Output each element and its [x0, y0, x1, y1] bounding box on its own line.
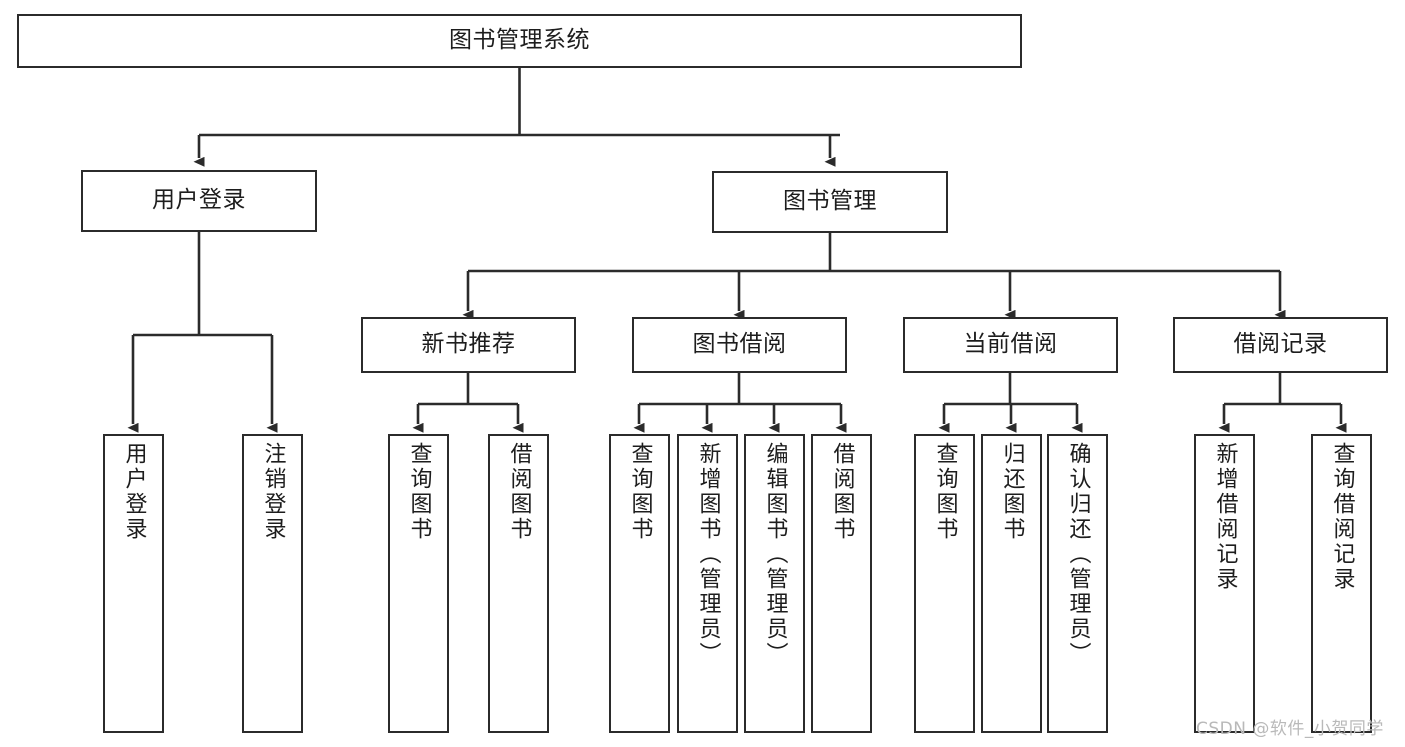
leaf-user-login[interactable]: 用户登录	[103, 434, 164, 733]
node-book-borrow[interactable]: 图书借阅	[632, 317, 847, 373]
leaf-bb-query-book[interactable]: 查询图书	[609, 434, 670, 733]
node-current-borrow[interactable]: 当前借阅	[903, 317, 1118, 373]
leaf-cb-query-book-label: 查询图书	[932, 442, 958, 542]
leaf-cb-return-book[interactable]: 归还图书	[981, 434, 1042, 733]
leaf-cb-confirm-return-label: 确认归还（管理员）	[1065, 442, 1091, 667]
leaf-bb-borrow-book[interactable]: 借阅图书	[811, 434, 872, 733]
leaf-cb-return-book-label: 归还图书	[999, 442, 1025, 542]
leaf-nb-query-book-label: 查询图书	[406, 442, 432, 542]
node-book-management[interactable]: 图书管理	[712, 171, 948, 233]
leaf-logout[interactable]: 注销登录	[242, 434, 303, 733]
leaf-bb-add-book[interactable]: 新增图书（管理员）	[677, 434, 738, 733]
node-new-book-recommend[interactable]: 新书推荐	[361, 317, 576, 373]
node-new-book-recommend-label: 新书推荐	[421, 331, 516, 358]
leaf-bb-add-book-label: 新增图书（管理员）	[695, 442, 721, 667]
leaf-bb-query-book-label: 查询图书	[627, 442, 653, 542]
leaf-bb-edit-book-label: 编辑图书（管理员）	[762, 442, 788, 667]
node-current-borrow-label: 当前借阅	[963, 331, 1058, 358]
leaf-user-login-label: 用户登录	[121, 442, 147, 542]
leaf-nb-borrow-book-label: 借阅图书	[506, 442, 532, 542]
node-book-borrow-label: 图书借阅	[692, 331, 787, 358]
node-root[interactable]: 图书管理系统	[17, 14, 1022, 68]
leaf-nb-borrow-book[interactable]: 借阅图书	[488, 434, 549, 733]
node-user-login[interactable]: 用户登录	[81, 170, 317, 232]
node-borrow-record-label: 借阅记录	[1233, 331, 1328, 358]
leaf-bb-borrow-book-label: 借阅图书	[829, 442, 855, 542]
leaf-br-query-record-label: 查询借阅记录	[1329, 442, 1355, 592]
node-borrow-record[interactable]: 借阅记录	[1173, 317, 1388, 373]
leaf-bb-edit-book[interactable]: 编辑图书（管理员）	[744, 434, 805, 733]
leaf-cb-confirm-return[interactable]: 确认归还（管理员）	[1047, 434, 1108, 733]
leaf-logout-label: 注销登录	[260, 442, 286, 542]
node-user-login-label: 用户登录	[152, 187, 246, 214]
leaf-br-add-record[interactable]: 新增借阅记录	[1194, 434, 1255, 733]
node-root-label: 图书管理系统	[449, 27, 590, 54]
leaf-br-add-record-label: 新增借阅记录	[1212, 442, 1238, 592]
leaf-br-query-record[interactable]: 查询借阅记录	[1311, 434, 1372, 733]
leaf-nb-query-book[interactable]: 查询图书	[388, 434, 449, 733]
csdn-watermark: CSDN @软件_小贺同学	[1196, 719, 1384, 739]
leaf-cb-query-book[interactable]: 查询图书	[914, 434, 975, 733]
node-book-management-label: 图书管理	[783, 188, 877, 215]
